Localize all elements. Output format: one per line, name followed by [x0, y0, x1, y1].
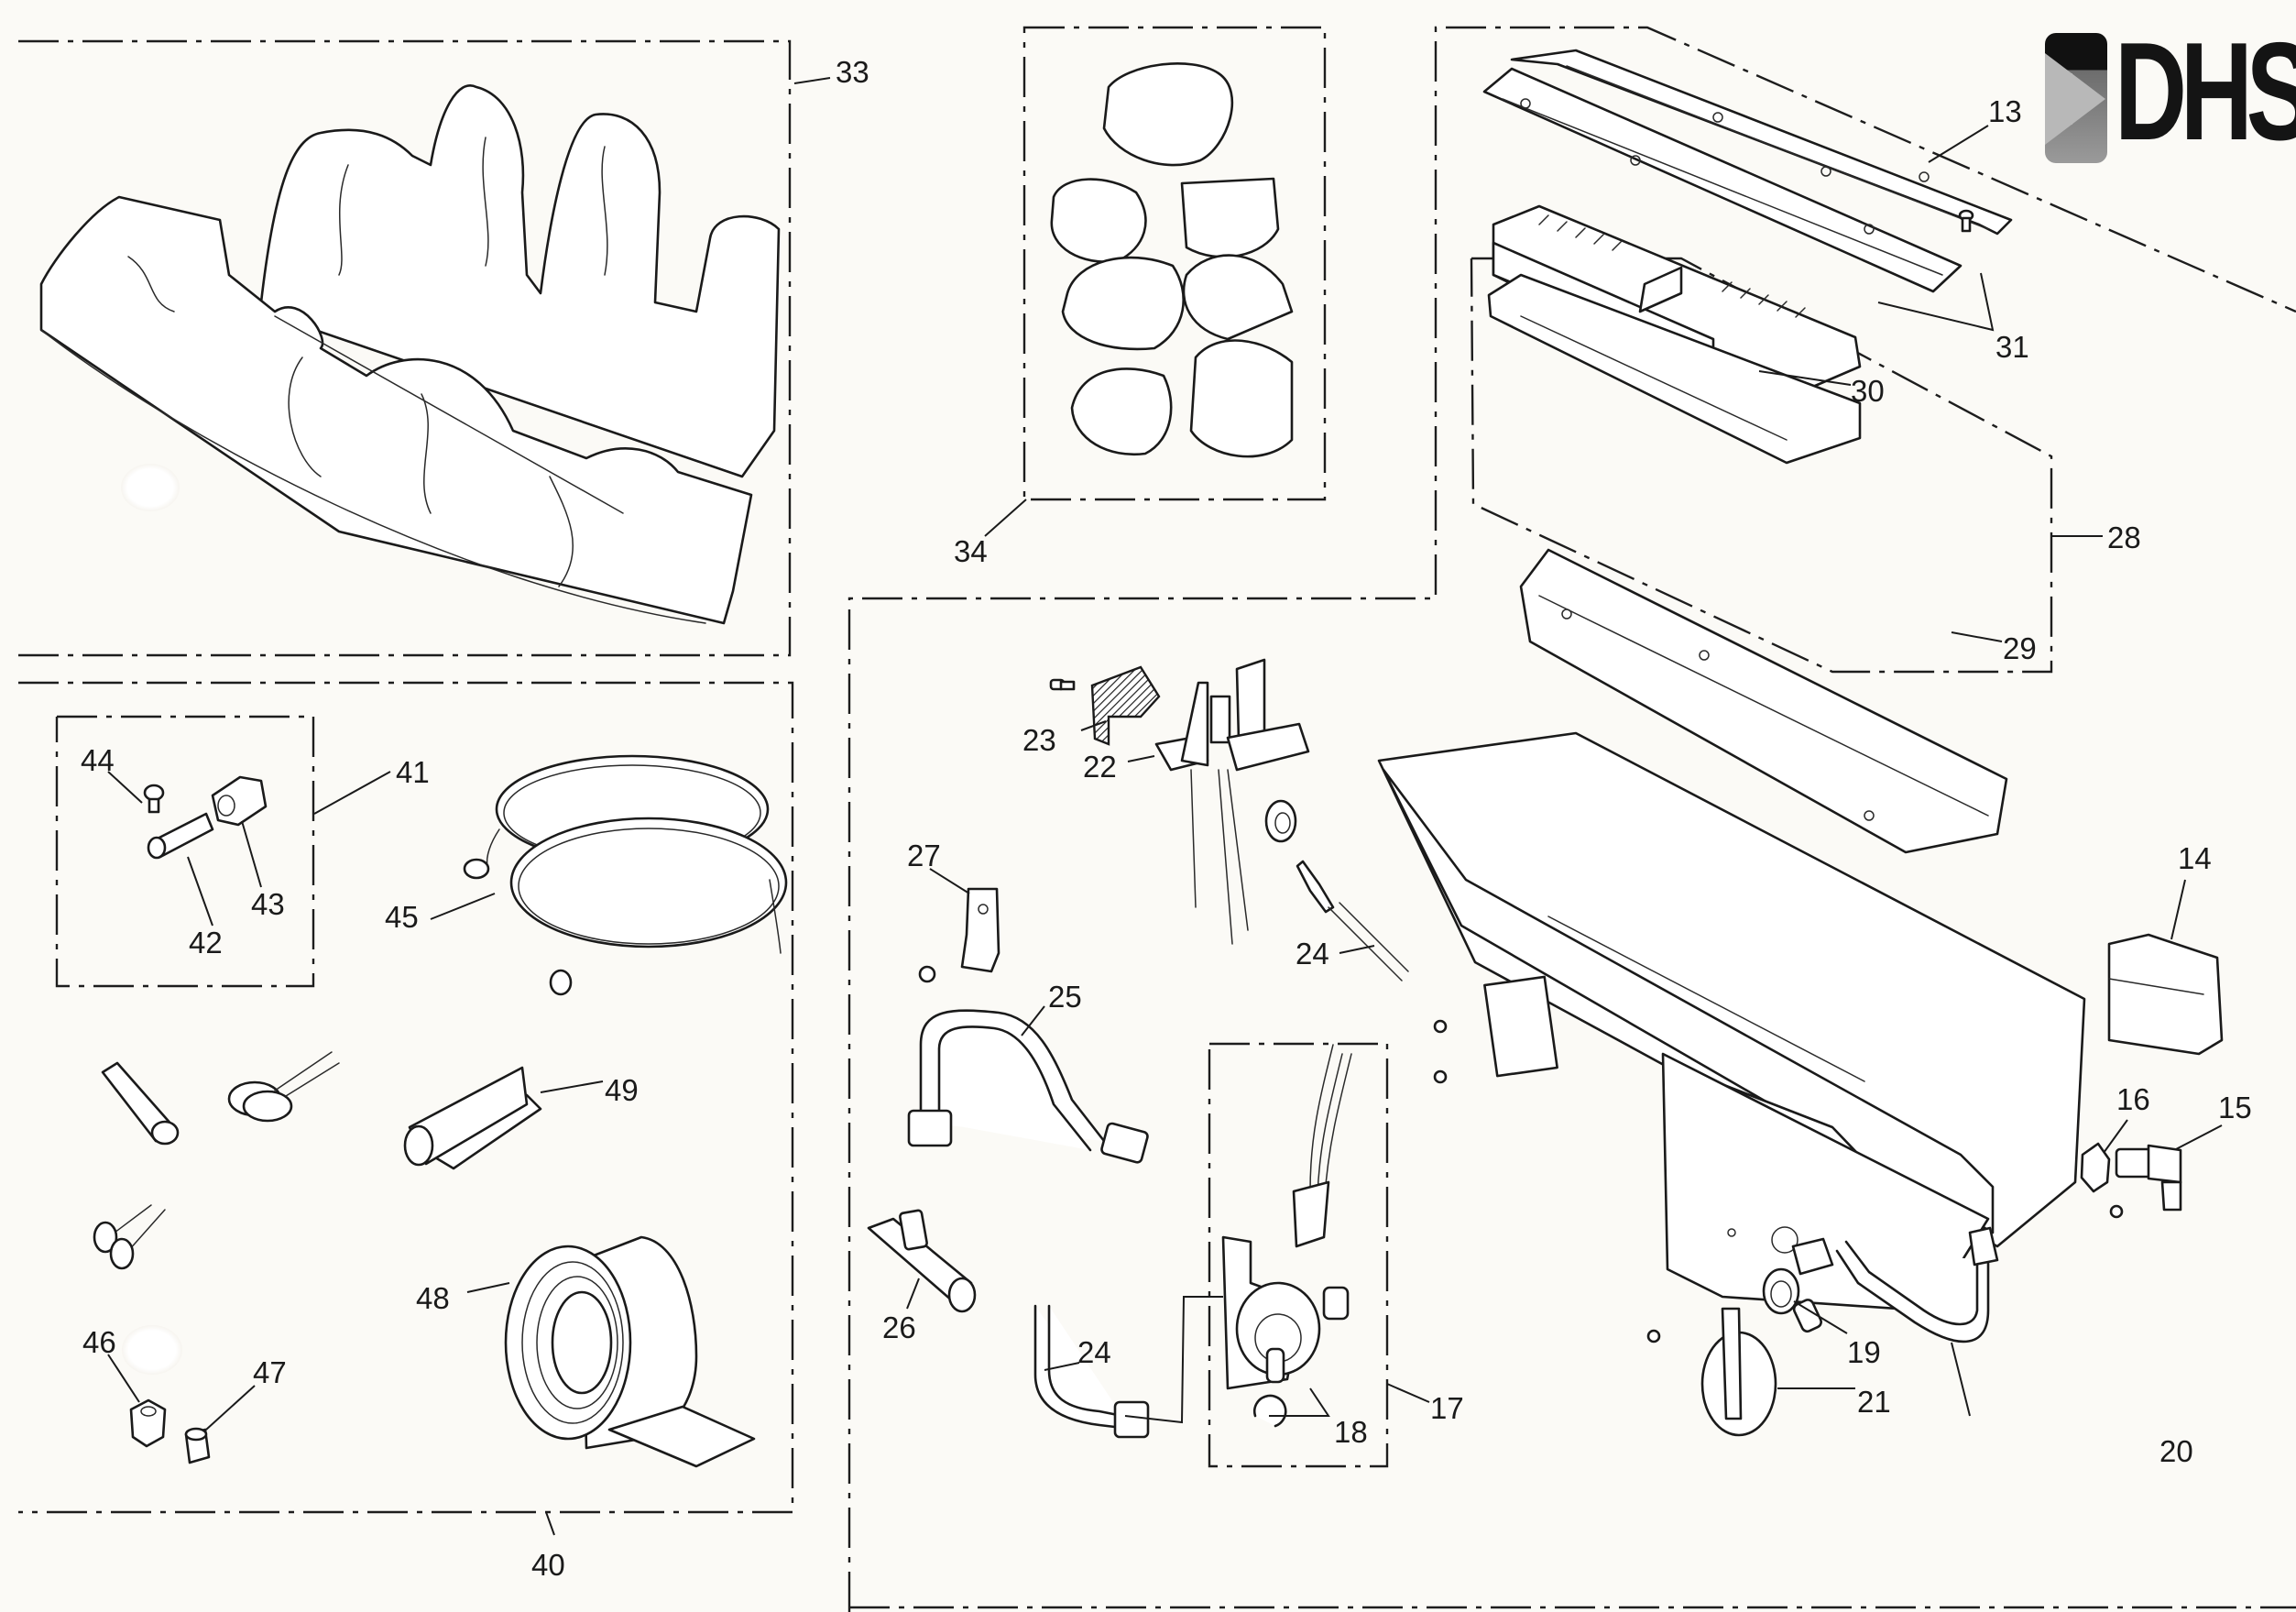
callout-46[interactable]: 46 [82, 1325, 116, 1359]
callout-16[interactable]: 16 [2116, 1082, 2150, 1116]
group-box-34 [1022, 26, 1327, 501]
restrictor-cable-part-45 [463, 754, 788, 996]
inlet-pipe-part-20 [1791, 1226, 1999, 1343]
callout-17[interactable]: 17 [1430, 1391, 1464, 1425]
test-point-tee-part-26 [867, 1209, 977, 1313]
eye-screws [227, 1051, 340, 1123]
callout-20[interactable]: 20 [2159, 1434, 2193, 1468]
callout-13[interactable]: 13 [1988, 94, 2022, 128]
gas-valve-part-17 [1221, 1044, 1352, 1428]
tape-roll-part-48 [504, 1235, 756, 1468]
top-plate-part-13 [1482, 49, 2013, 293]
callout-15[interactable]: 15 [2218, 1091, 2252, 1124]
logo-text: DHS [2115, 14, 2296, 170]
sleeve-tube [101, 1061, 180, 1146]
coals-part-34 [1050, 62, 1294, 458]
callout-24-upper[interactable]: 24 [1296, 937, 1329, 970]
group-box-33 [18, 39, 792, 657]
fuel-bed-part-33 [39, 84, 781, 625]
callout-19[interactable]: 19 [1847, 1335, 1881, 1369]
pilot-assembly-part-22 [1154, 658, 1310, 945]
control-box-part-14 [2107, 933, 2224, 1056]
callout-33[interactable]: 33 [836, 55, 869, 89]
arrow-right-icon [2045, 53, 2105, 145]
callout-22[interactable]: 22 [1083, 750, 1117, 784]
callout-34[interactable]: 34 [954, 534, 988, 568]
callout-29[interactable]: 29 [2003, 631, 2037, 665]
callout-26[interactable]: 26 [882, 1310, 916, 1344]
callout-18[interactable]: 18 [1334, 1415, 1368, 1449]
callout-48[interactable]: 48 [416, 1281, 450, 1315]
callout-31[interactable]: 31 [1995, 330, 2029, 364]
leader-lines [107, 77, 2223, 1536]
group-box-main [847, 26, 2296, 1612]
olive-part-47 [184, 1427, 211, 1464]
screw-icon [1958, 209, 1974, 233]
callout-44[interactable]: 44 [81, 743, 115, 777]
nut-part-46 [129, 1398, 167, 1448]
cable-clip-part-27 [918, 887, 1000, 983]
wood-screws [93, 1204, 166, 1270]
gas-supply-pipe-part-25 [907, 1009, 1149, 1164]
callout-21[interactable]: 21 [1857, 1385, 1891, 1419]
callout-49[interactable]: 49 [605, 1073, 639, 1107]
knob-part-21 [1700, 1307, 1777, 1437]
group-box-17 [1208, 1042, 1389, 1468]
callout-30[interactable]: 30 [1851, 374, 1885, 408]
callout-23[interactable]: 23 [1022, 723, 1056, 757]
pilot-pipe-part-24-lower [1033, 1304, 1150, 1439]
callout-27[interactable]: 27 [907, 839, 941, 872]
callout-47[interactable]: 47 [253, 1355, 287, 1389]
nut-part-16 [2080, 1142, 2111, 1193]
callout-45[interactable]: 45 [385, 900, 419, 934]
callout-42[interactable]: 42 [189, 926, 223, 960]
dhs-logo: DHS [2045, 22, 2296, 163]
paper-punch-hole-top [121, 464, 180, 511]
callout-40[interactable]: 40 [531, 1548, 565, 1582]
callout-labels: 13 31 30 28 29 33 34 23 22 27 24 25 26 2… [81, 55, 2252, 1582]
callout-14[interactable]: 14 [2178, 841, 2212, 875]
chassis [1377, 731, 2086, 1312]
callout-43[interactable]: 43 [251, 887, 285, 921]
pilot-shield-part-23 [1049, 665, 1161, 746]
callout-41[interactable]: 41 [396, 755, 430, 789]
locknut-part-19 [1762, 1267, 1800, 1315]
sealing-strip-roll-part-49 [403, 1066, 542, 1170]
screw-icons-main [1433, 1019, 2124, 1343]
elbow-part-15 [2115, 1144, 2182, 1212]
pilot-pipe-part-24-upper [1296, 860, 1409, 981]
burner-tray [1519, 548, 2008, 854]
callout-24-lower[interactable]: 24 [1077, 1335, 1111, 1369]
paper-punch-hole-bottom [122, 1325, 182, 1375]
callout-25[interactable]: 25 [1048, 980, 1082, 1014]
callout-28[interactable]: 28 [2107, 521, 2141, 554]
burner-assembly-part-28 [1487, 204, 1862, 465]
group-box-41 [55, 715, 315, 988]
connector-kit-part-41 [143, 775, 268, 860]
group-box-40 [18, 681, 794, 1514]
group-boundaries [18, 26, 2296, 1612]
